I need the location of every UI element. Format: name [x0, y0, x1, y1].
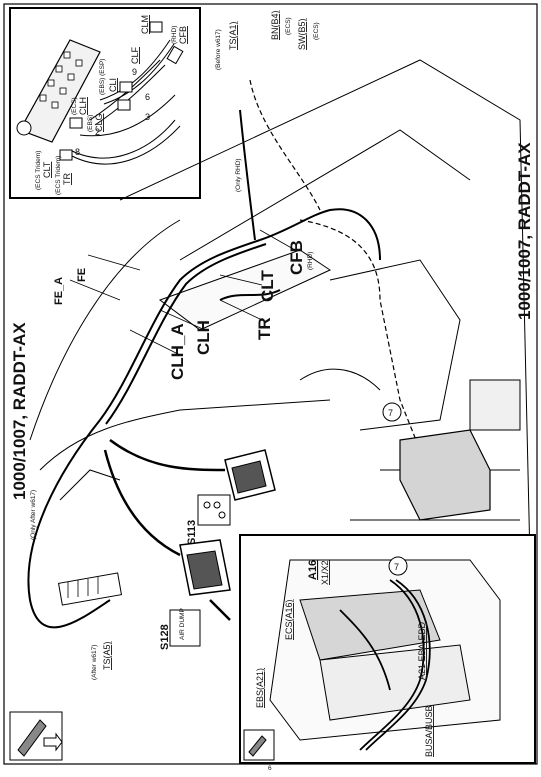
- ecu-box: [399, 379, 521, 521]
- label-ts-a1: TS(A1): [228, 21, 238, 50]
- main-harness: [99, 109, 381, 425]
- ebs-inset-bottom: 7 A16 X1/X2 ECS(A16) EBS(A21) A21 EBA-EB…: [239, 534, 536, 764]
- label-ts-a5: TS(A5): [102, 641, 112, 670]
- wire-to-lower-connector: [27, 419, 111, 629]
- label-clm: CLM: [140, 15, 150, 34]
- label-after-w617: (After w617): [91, 645, 98, 680]
- label-ecs-tridem-1: (ECS Tridem): [35, 151, 42, 190]
- label-tr-inset: TR: [62, 173, 72, 185]
- label-clh-inset: CLH: [78, 97, 88, 115]
- label-s113: S113: [186, 520, 198, 545]
- label-ecs-inset: (ECS): [71, 97, 78, 115]
- label-cfb: CFB: [287, 240, 306, 275]
- label-ebs-a21: EBS(A21): [255, 668, 265, 708]
- callout-7-inset: [388, 556, 408, 576]
- label-air-dump: AIR DUMP: [179, 608, 186, 640]
- label-fe-a: FE_A: [53, 277, 65, 305]
- label-clt: CLT: [258, 270, 277, 302]
- ebs-module-icon: [319, 644, 471, 721]
- label-sw-ecs: (ECS): [313, 22, 320, 40]
- switch-s113: S113: [186, 449, 276, 545]
- label-only-after: (Only After w617): [30, 490, 37, 540]
- pin-9-label: 9: [132, 67, 137, 77]
- ecs-module-icon: [299, 589, 441, 661]
- connector-pins: [39, 51, 83, 109]
- connector-inset-top: 9 6 3 2 8 CLM (RHD) CFB CLF (EBS) (ESP) …: [9, 7, 201, 199]
- label-clh: CLH: [194, 320, 213, 355]
- title-main: 1000/1007, RADDT-AX: [10, 322, 29, 500]
- label-s128: S128: [159, 624, 171, 650]
- callout-7-inset-label: 7: [394, 562, 399, 572]
- pin-6-label: 6: [145, 92, 150, 102]
- label-x1x2: X1/X2: [320, 560, 330, 585]
- switch-arrows: [103, 438, 231, 621]
- label-only-rhd: (Only RHD): [235, 158, 242, 192]
- label-cli: CLI: [108, 78, 118, 92]
- callout-7-main-label: 7: [388, 408, 393, 418]
- pin-8-label: 8: [75, 147, 80, 157]
- label-cfb-inset: CFB: [178, 26, 188, 44]
- label-a16: A16: [307, 560, 319, 580]
- label-fe: FE: [76, 268, 88, 282]
- pin-3-label: 3: [145, 112, 150, 122]
- label-ebs-inset: (EBS): [87, 115, 94, 132]
- label-clt-inset: CLT: [42, 161, 52, 178]
- s113-symbol: [197, 494, 231, 526]
- orientation-icon: [9, 711, 63, 761]
- harness-routes: [249, 79, 421, 451]
- label-busa-busb: BUSA/BUSB: [424, 705, 434, 757]
- label-clg: CLG: [94, 113, 104, 132]
- label-ecs-a16: ECS(A16): [284, 599, 294, 640]
- label-tr: TR: [255, 317, 274, 340]
- label-rhd-inset: (RHD): [171, 26, 178, 44]
- label-sw-b5: SW(B5): [297, 18, 307, 50]
- switch-s128: AIR DUMP S128: [159, 539, 231, 650]
- inset-harness: [69, 39, 181, 165]
- label-bn-b4: BN(B4): [270, 10, 280, 40]
- inset-pin-numbers: 9 6 3 2 8: [75, 67, 150, 157]
- label-bn-ecs: (ECS): [285, 17, 292, 35]
- bottom-harness: [339, 579, 431, 751]
- label-rhd: (RHD): [307, 252, 314, 270]
- label-clf: CLF: [130, 46, 140, 64]
- connector-lock-icon: [16, 120, 32, 136]
- pin-2-label: 2: [95, 127, 100, 137]
- callout-7-main: [382, 402, 402, 422]
- leader-lines: [69, 229, 296, 356]
- label-ecs-tridem-2: (ECS Tridem): [55, 156, 62, 195]
- label-a21: A21 EBA-EBD: [417, 621, 427, 680]
- page-number: 6: [268, 765, 272, 772]
- s128-symbol: [169, 609, 201, 647]
- label-ebs-esp: (EBS) (ESP): [99, 59, 106, 95]
- label-clh-a: CLH_A: [168, 323, 187, 380]
- lower-left-connector: [57, 572, 123, 606]
- title-secondary: 1000/1007, RADDT-AX: [515, 142, 534, 320]
- inset-plugs: [59, 21, 184, 161]
- label-before-w617: (Before w617): [215, 29, 222, 70]
